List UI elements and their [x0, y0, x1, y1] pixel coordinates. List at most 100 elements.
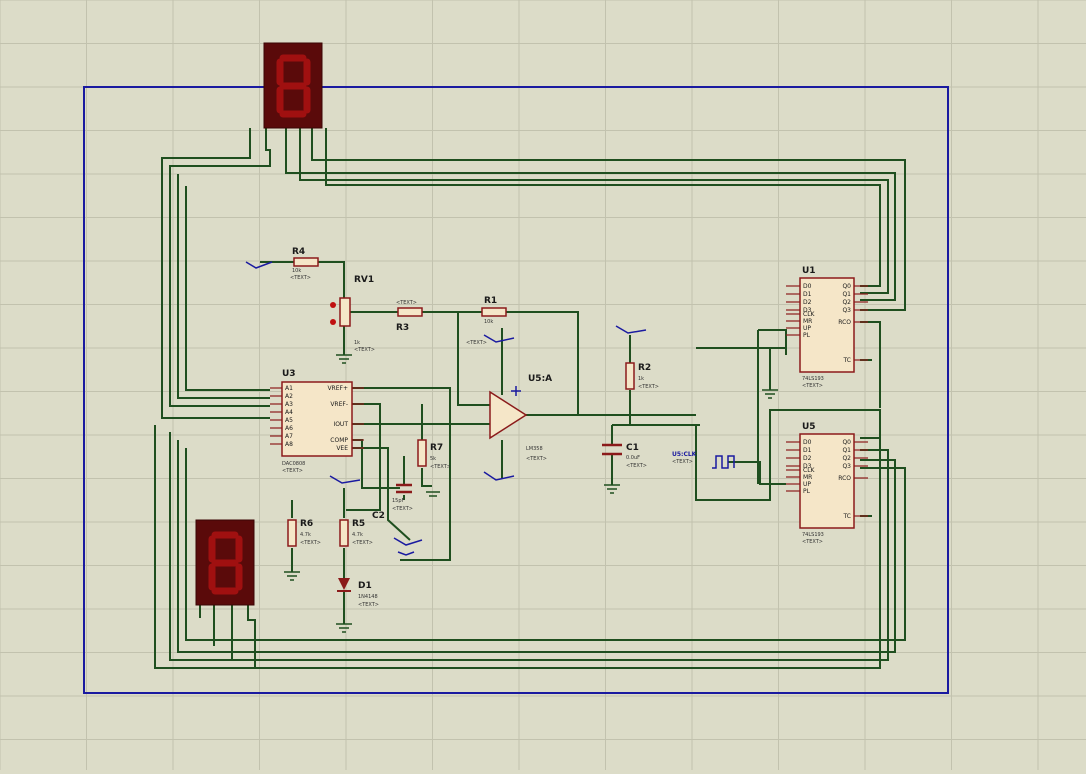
display-top-digit [276, 54, 311, 118]
power-terminal-c2 [393, 537, 423, 546]
counter-u1-pin-pl-label: PL [803, 332, 811, 339]
power-terminal-c2b [397, 551, 415, 556]
dac-u3-pin-a3-label: A3 [285, 401, 293, 408]
counter-u5-part: 74LS193 [802, 532, 824, 538]
opamp-u5a[interactable]: U5:A LM358 <TEXT> [489, 374, 552, 462]
diode-d1[interactable]: D1 1N4148 <TEXT> [337, 578, 379, 608]
dac-u3-pin-vee-label: VEE [336, 445, 348, 452]
diode-d1-part: 1N4148 [358, 594, 378, 600]
resistor-r2-body[interactable] [625, 362, 635, 390]
resistor-r4-body[interactable] [293, 257, 319, 267]
power-terminal-u3 [329, 475, 361, 484]
resistor-r3-body[interactable] [397, 307, 423, 317]
counter-u5-pin-q0-label: Q0 [842, 439, 851, 446]
dac-u3-pin-iout-label: IOUT [333, 421, 348, 428]
counter-u5-pin-d2-label: D2 [803, 455, 812, 462]
counter-u1-pin-d1-label: D1 [803, 291, 812, 298]
resistor-r6-body[interactable] [287, 519, 297, 547]
counter-u1-pin-q1-label: Q1 [842, 291, 851, 298]
pot-rv1-body[interactable] [339, 297, 351, 327]
counter-u5-body[interactable] [799, 433, 855, 529]
counter-u1-pin-clk-label: CLK [803, 311, 816, 318]
clock-generator[interactable]: U5:CLK <TEXT> [672, 451, 735, 469]
counter-u5-pin-q2-label: Q2 [842, 455, 851, 462]
resistor-r7-text: <TEXT> [430, 464, 451, 470]
resistor-r6-value: 4.7k [300, 532, 311, 538]
capacitor-c1-text: <TEXT> [626, 463, 647, 469]
power-terminals [245, 261, 647, 556]
display-bottom-digit [208, 531, 243, 595]
dac-u3-pin-a6-label: A6 [285, 425, 293, 432]
counter-u5-pin-mr-label: MR [803, 474, 812, 481]
dac-u3-pin-a4-label: A4 [285, 409, 293, 416]
resistor-r3[interactable]: R3 <TEXT> [396, 300, 423, 333]
counter-u1-pin-mr-label: MR [803, 318, 812, 325]
capacitor-c1[interactable]: C1 0.0uF <TEXT> [602, 443, 647, 469]
counter-u1-pin-d0-label: D0 [803, 283, 812, 290]
dac-u3-pin-a8-label: A8 [285, 441, 293, 448]
counter-u5-pin-clk-label: CLK [803, 467, 816, 474]
power-terminal-r2 [615, 325, 647, 334]
dac-u3-text: <TEXT> [282, 468, 303, 474]
resistor-r5[interactable]: R5 4.7k <TEXT> [339, 519, 373, 547]
counter-u5-pin-pl-label: PL [803, 488, 811, 495]
resistor-r1[interactable]: R1 10k <TEXT> [466, 296, 507, 346]
display-bottom [195, 519, 255, 606]
pot-rv1[interactable]: RV1 1k <TEXT> [330, 275, 375, 353]
resistor-r4[interactable]: R4 10k <TEXT> [290, 247, 319, 281]
counter-u1-pin-tc-label: TC [842, 357, 851, 364]
wires [154, 128, 906, 669]
counter-u1-pin-q0-label: Q0 [842, 283, 851, 290]
dac-u3-part: DAC0808 [282, 461, 305, 467]
opamp-u5a-body[interactable] [489, 390, 528, 440]
clock-label: U5:CLK [672, 451, 697, 458]
dac-u3-body[interactable] [281, 381, 353, 457]
counter-u5-text: <TEXT> [802, 539, 823, 545]
opamp-u5a-part: LM358 [526, 446, 543, 452]
counter-u5-pin-up-label: UP [803, 481, 811, 488]
dac-u3-pin-a2-label: A2 [285, 393, 293, 400]
capacitor-c2-text: <TEXT> [392, 506, 413, 512]
pot-rv1-value: 1k [354, 340, 360, 346]
counter-u1-body[interactable] [799, 277, 855, 373]
pot-rv1-dot-up [330, 302, 336, 308]
dac-u3-pin-vref--label: VREF- [330, 401, 348, 408]
resistor-r2-ref: R2 [638, 363, 651, 373]
resistor-r6[interactable]: R6 4.7k <TEXT> [287, 519, 321, 547]
resistor-r4-value: 10k [292, 268, 301, 274]
resistor-r2[interactable]: R2 1k <TEXT> [625, 362, 659, 390]
dac-u3-ref: U3 [282, 369, 296, 379]
counter-u1-pin-d3-label: D3 [803, 307, 812, 314]
resistor-r1-body[interactable] [481, 307, 507, 317]
clock-waveform[interactable] [712, 455, 735, 469]
opamp-u5a-ref: U5:A [528, 374, 552, 384]
counter-u1-text: <TEXT> [802, 383, 823, 389]
resistor-r7[interactable]: R7 5k <TEXT> [417, 439, 451, 470]
dac-u3-pin-a1-label: A1 [285, 385, 293, 392]
capacitor-c2[interactable]: C2 15pF <TEXT> [372, 483, 413, 521]
opamp-u5a-text: <TEXT> [526, 456, 547, 462]
counter-u5-pin-tc-label: TC [842, 513, 851, 520]
resistor-r7-value: 5k [430, 456, 436, 462]
power-terminal-r4 [245, 261, 273, 269]
resistor-r5-body[interactable] [339, 519, 349, 547]
resistor-r2-text: <TEXT> [638, 384, 659, 390]
counter-u5-pin-d1-label: D1 [803, 447, 812, 454]
dac-u3-pin-a5-label: A5 [285, 417, 293, 424]
counter-u5-ref: U5 [802, 422, 816, 432]
diode-d1-body[interactable] [338, 578, 350, 590]
capacitor-c2-value: 15pF [392, 498, 405, 504]
resistor-r6-text: <TEXT> [300, 540, 321, 546]
counter-u1-pin-rco-label: RCO [838, 319, 851, 326]
diode-d1-text: <TEXT> [358, 602, 379, 608]
capacitor-c1-ref: C1 [626, 443, 639, 453]
clock-text: <TEXT> [672, 459, 693, 465]
resistor-r7-body[interactable] [417, 439, 427, 467]
